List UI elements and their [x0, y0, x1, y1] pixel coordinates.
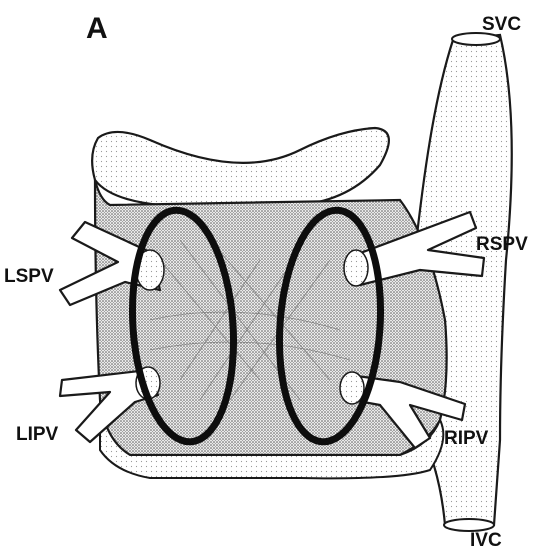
label-lspv: LSPV [4, 266, 54, 287]
atrial-roof [92, 128, 389, 205]
label-rspv: RSPV [476, 234, 528, 255]
label-ripv: RIPV [444, 428, 489, 449]
label-ivc: IVC [470, 530, 502, 551]
label-svc: SVC [482, 14, 521, 35]
label-lipv: LIPV [16, 424, 59, 445]
panel-letter: A [86, 12, 108, 45]
